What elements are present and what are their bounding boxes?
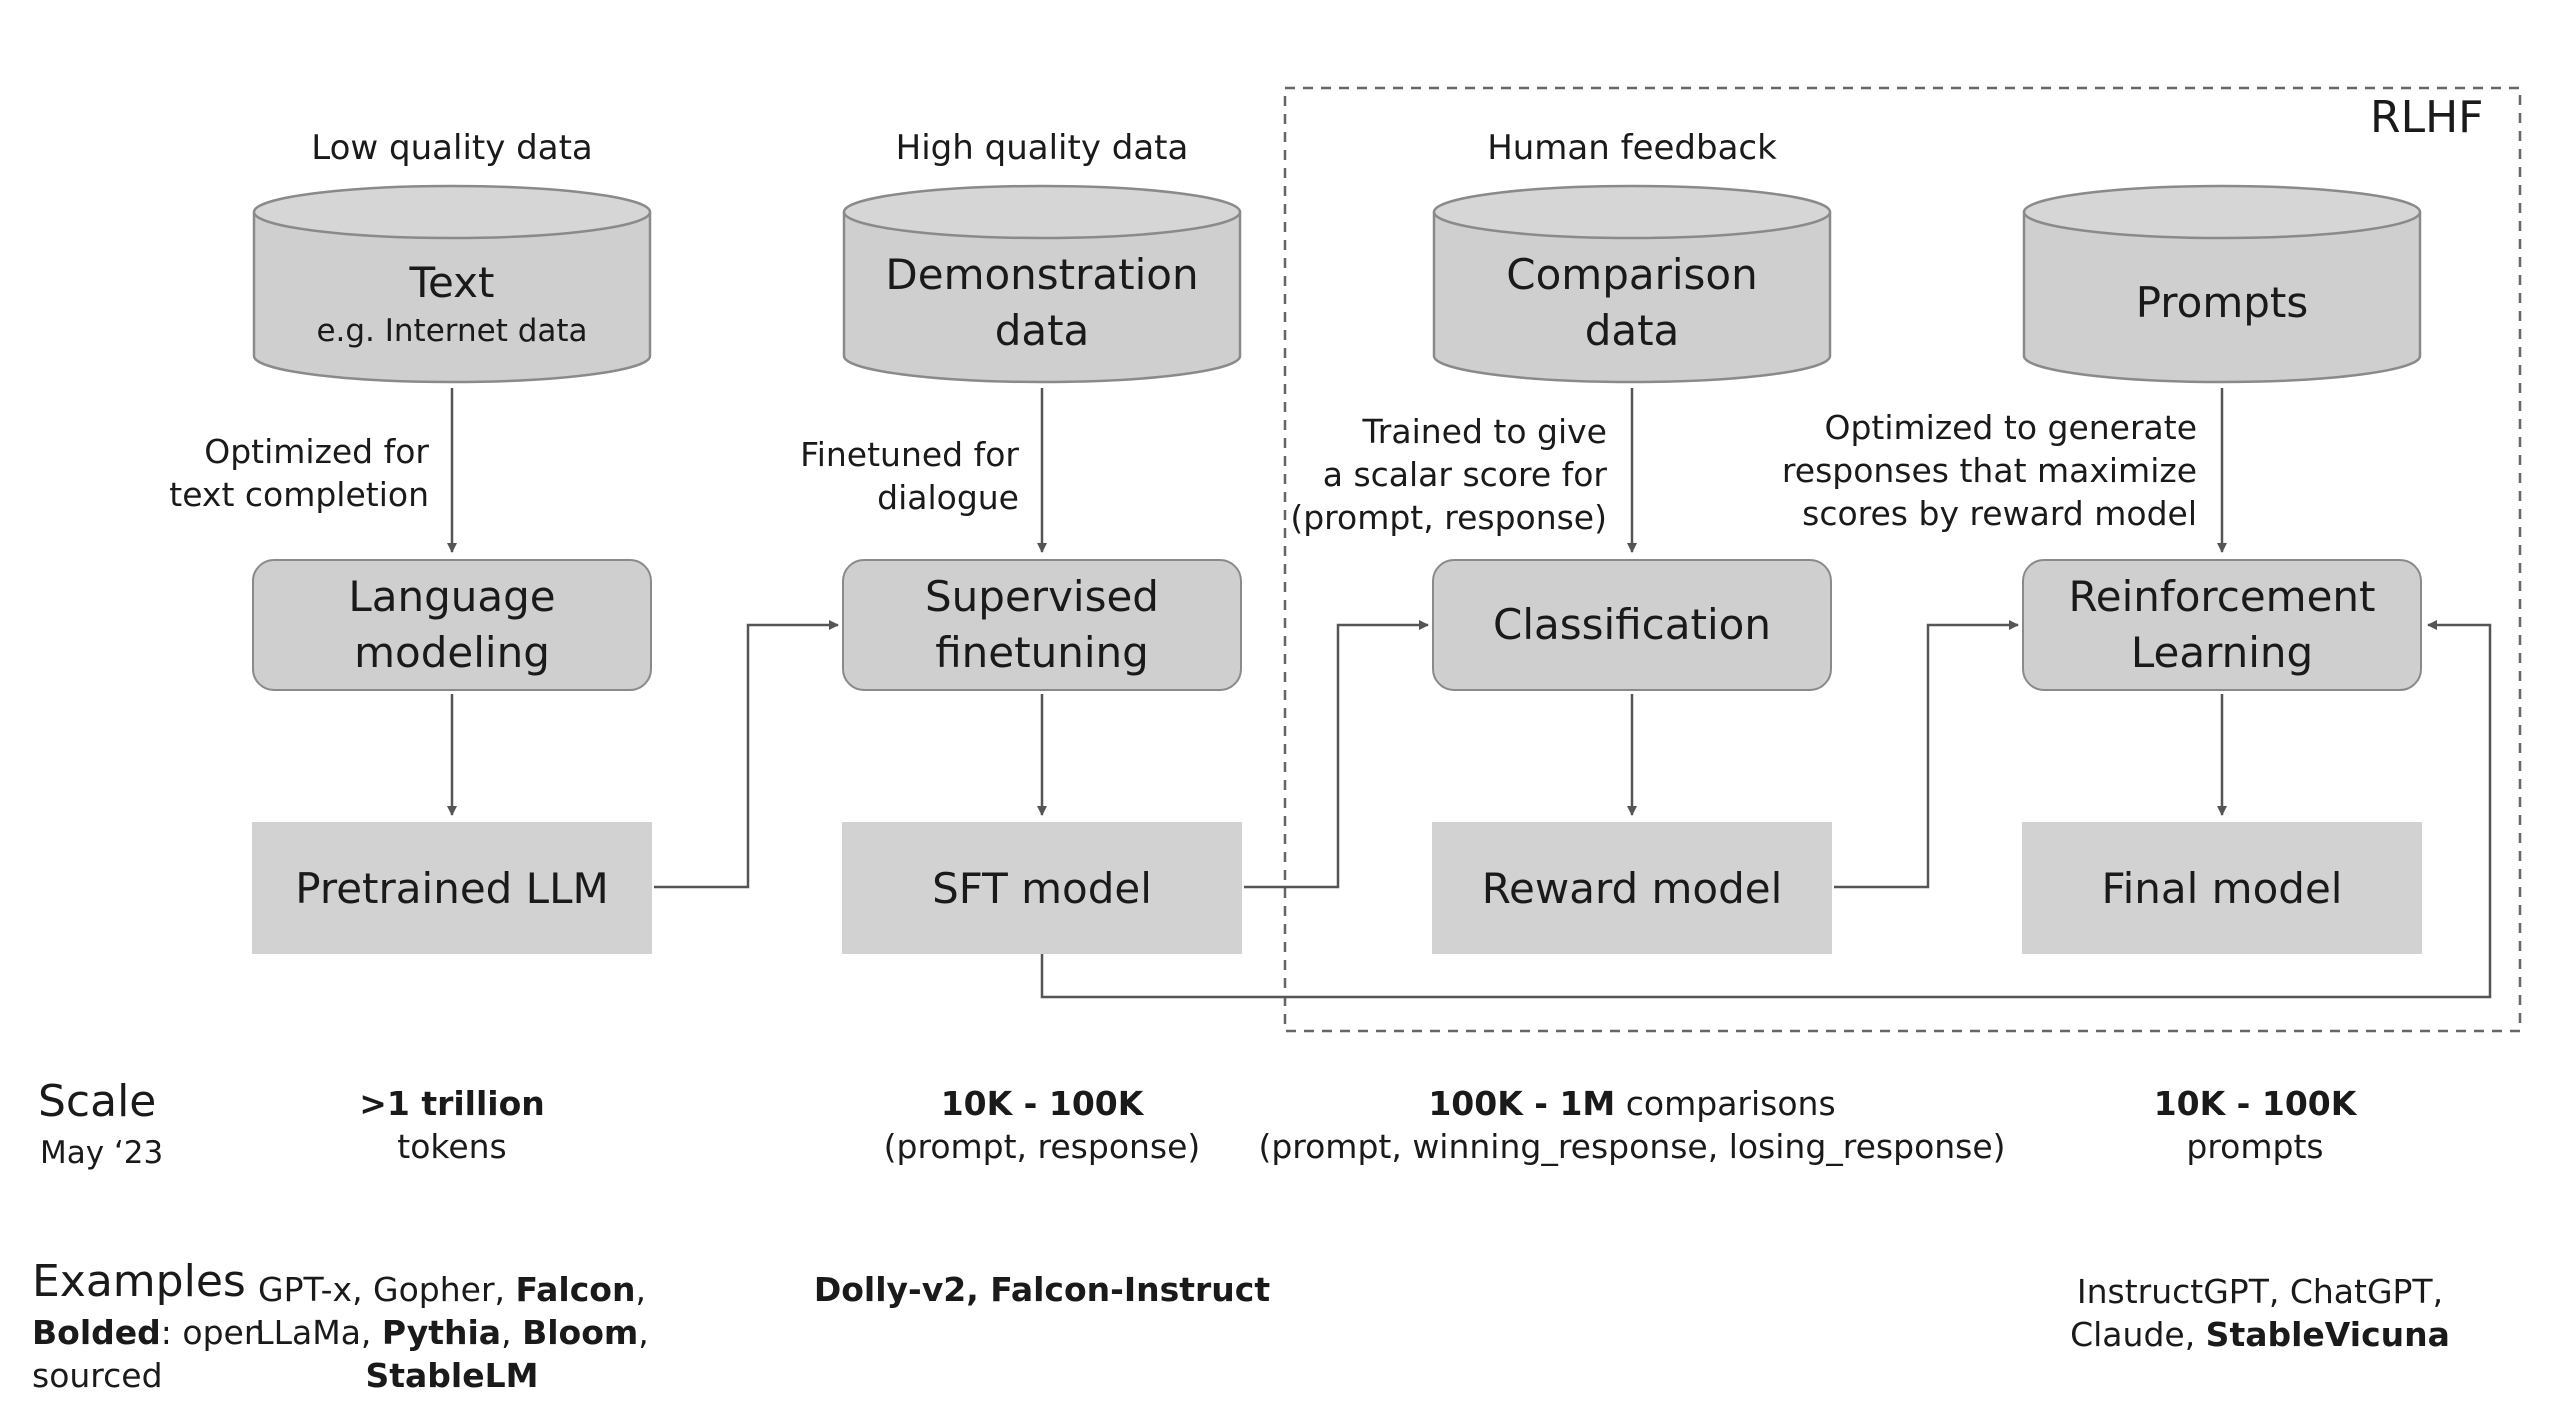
header-human-feedback: Human feedback: [1487, 128, 1777, 168]
scale-pretrain-bold: >1 trillion: [359, 1084, 545, 1123]
dataset-text-subtitle: e.g. Internet data: [316, 312, 588, 349]
dataset-demonstration: Demonstration data: [842, 180, 1242, 390]
scale-reward: 100K - 1M comparisons (prompt, winning_r…: [1232, 1082, 2032, 1168]
scale-sft-rest: (prompt, response): [883, 1127, 1201, 1166]
examples-pretrain: GPT-x, Gopher, Falcon, LLaMa, Pythia, Bl…: [242, 1268, 662, 1397]
examples-note-rest: : open: [160, 1313, 265, 1352]
dataset-text: Text e.g. Internet data: [252, 180, 652, 390]
rlhf-region: [1283, 86, 2522, 1033]
examples-pretrain-l2b: Pythia: [381, 1313, 502, 1352]
dataset-comparison: Comparison data: [1432, 180, 1832, 390]
examples-pretrain-l1b: Falcon: [515, 1270, 636, 1309]
examples-rl-l1: InstructGPT, ChatGPT,: [2076, 1272, 2444, 1311]
edge-label-dialogue: Finetuned for dialogue: [800, 435, 1019, 517]
model-final: Final model: [2022, 822, 2422, 954]
scale-pretrain: >1 trillion tokens: [252, 1082, 652, 1168]
process-supervised-finetuning: Supervised finetuning: [842, 559, 1242, 691]
examples-pretrain-l2a: LLaMa,: [255, 1313, 382, 1352]
examples-rl-l2a: Claude,: [2070, 1315, 2206, 1354]
model-reward: Reward model: [1432, 822, 1832, 954]
process-classification: Classification: [1432, 559, 1832, 691]
model-pretrained-llm: Pretrained LLM: [252, 822, 652, 954]
dataset-comparison-title: Comparison data: [1506, 249, 1758, 355]
examples-pretrain-l1c: ,: [635, 1270, 646, 1309]
examples-title: Examples: [32, 1256, 246, 1307]
examples-pretrain-l2d: Bloom: [522, 1313, 639, 1352]
edge-label-maximize: Optimized to generate responses that max…: [1781, 408, 2197, 533]
rlhf-label: RLHF: [2370, 92, 2484, 143]
header-high-quality: High quality data: [895, 128, 1189, 168]
scale-rl-bold: 10K - 100K: [2153, 1084, 2357, 1123]
examples-sft-text: Dolly-v2, Falcon-Instruct: [813, 1270, 1271, 1309]
header-low-quality: Low quality data: [311, 128, 593, 168]
arrow-sftmodel-to-rl: [1040, 620, 2492, 999]
process-reinforcement-learning: Reinforcement Learning: [2022, 559, 2422, 691]
scale-sft: 10K - 100K (prompt, response): [842, 1082, 1242, 1168]
examples-rl: InstructGPT, ChatGPT, Claude, StableVicu…: [2040, 1270, 2480, 1356]
scale-title: Scale: [38, 1076, 157, 1127]
arrow-reward-to-rl: [1834, 620, 2019, 889]
arrow-sftmodel-to-classification: [1244, 620, 1429, 889]
examples-pretrain-l2c: ,: [501, 1313, 523, 1352]
examples-rl-l2b: StableVicuna: [2205, 1315, 2450, 1354]
process-language-modeling: Language modeling: [252, 559, 652, 691]
examples-note: Bolded: open sourced: [32, 1311, 265, 1397]
examples-pretrain-l1a: GPT-x, Gopher,: [258, 1270, 516, 1309]
scale-rl: 10K - 100K prompts: [2055, 1082, 2455, 1168]
scale-pretrain-rest: tokens: [397, 1127, 507, 1166]
scale-date: May ‘23: [40, 1135, 164, 1171]
examples-pretrain-l3: StableLM: [365, 1356, 539, 1395]
dataset-prompts: Prompts: [2022, 180, 2422, 390]
edge-label-text-completion: Optimized for text completion: [169, 432, 429, 514]
examples-note-bold: Bolded: [32, 1313, 161, 1352]
edge-label-scalar-score: Trained to give a scalar score for (prom…: [1290, 412, 1607, 537]
scale-reward-rest: (prompt, winning_response, losing_respon…: [1258, 1127, 2006, 1166]
examples-pretrain-l2e: ,: [638, 1313, 649, 1352]
dataset-demonstration-title: Demonstration data: [885, 249, 1199, 355]
scale-sft-bold: 10K - 100K: [940, 1084, 1144, 1123]
scale-reward-suffix: comparisons: [1615, 1084, 1836, 1123]
dataset-prompts-title: Prompts: [2135, 277, 2309, 327]
examples-sft: Dolly-v2, Falcon-Instruct: [792, 1268, 1292, 1311]
arrow-pretrained-to-sft: [654, 620, 839, 889]
scale-reward-bold: 100K - 1M: [1428, 1084, 1616, 1123]
scale-rl-rest: prompts: [2186, 1127, 2324, 1166]
model-sft: SFT model: [842, 822, 1242, 954]
examples-note-line2: sourced: [32, 1356, 163, 1395]
dataset-text-title: Text: [409, 257, 495, 307]
